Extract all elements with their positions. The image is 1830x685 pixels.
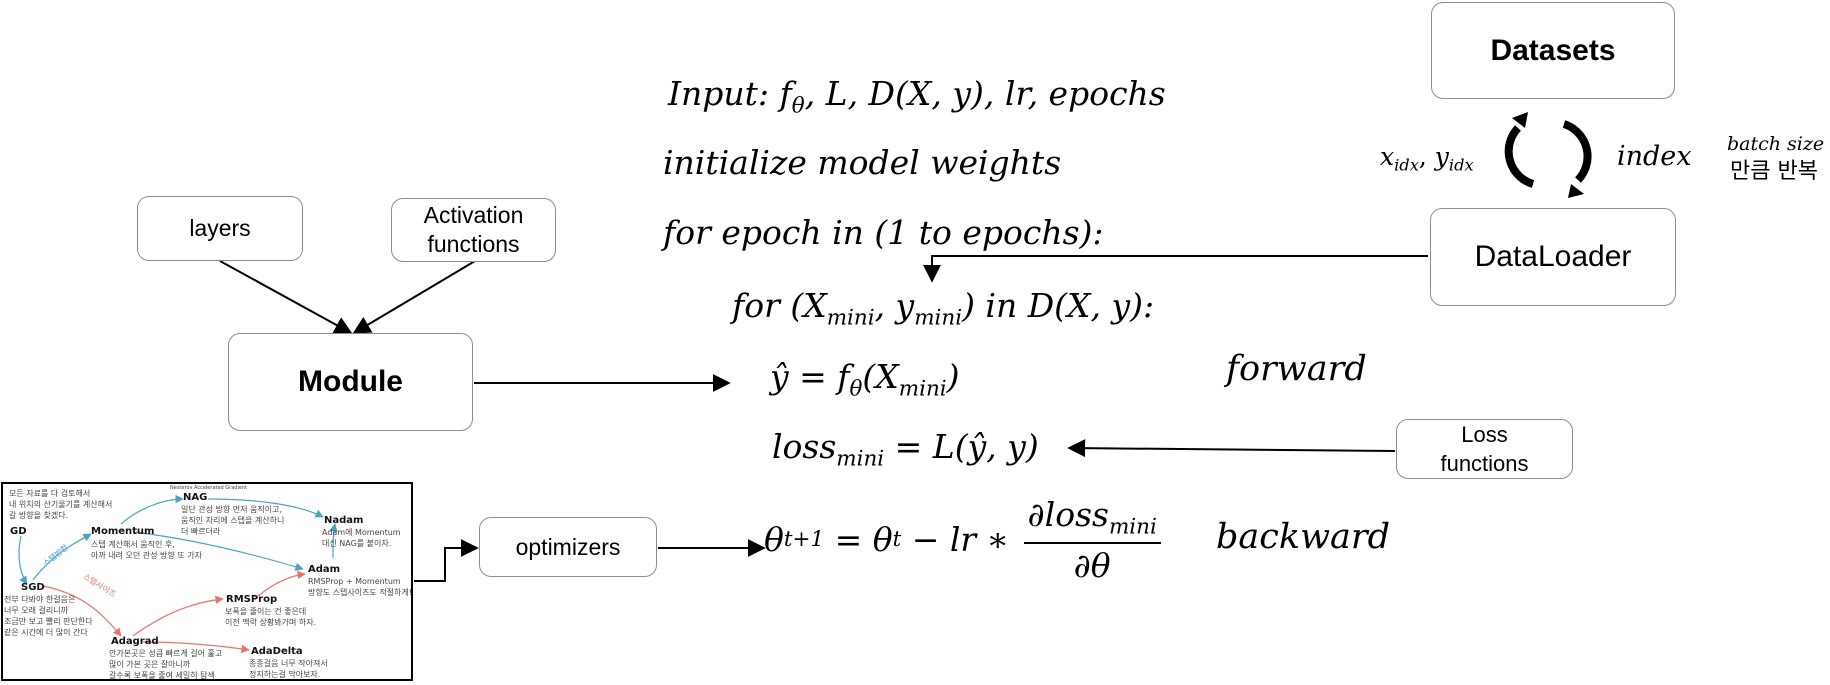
datasets-box[interactable]: Datasets — [1431, 2, 1675, 99]
cycle-left-label: xidx, yidx — [1380, 142, 1474, 175]
arrow-lossfn-to-loss — [1067, 439, 1396, 458]
nag-label: NAG — [183, 492, 208, 503]
algo-outer-loop-line: for epoch in (1 to epochs): — [663, 213, 1104, 252]
arrow-activation-to-module — [352, 260, 476, 334]
momentum-desc: 스텝 계산해서 움직인 후,아까 내려 오던 관성 방향 또 가자 — [91, 540, 202, 560]
module-label: Module — [298, 365, 403, 398]
adam-label: Adam — [308, 564, 341, 575]
algo-init-line: initialize model weights — [663, 143, 1062, 182]
refresh-cycle-icon — [1504, 112, 1592, 198]
nag-caption: Nesterov Accelerated Gradient — [170, 485, 248, 491]
forward-label: forward — [1226, 349, 1367, 389]
algo-input-line: Input: fθ, L, D(X, y), lr, epochs — [668, 74, 1166, 119]
momentum-label: Momentum — [91, 526, 155, 537]
nadam-label: Nadam — [324, 515, 364, 526]
batch-size-label: batch size — [1727, 133, 1825, 155]
algo-inner-loop-line: for (Xmini, ymini) in D(X, y): — [732, 286, 1155, 331]
dataloader-label: DataLoader — [1474, 240, 1632, 273]
algo-forward-eq: ŷ = fθ(Xmini) — [770, 357, 960, 402]
datasets-label: Datasets — [1490, 33, 1616, 67]
cycle-index-label: index — [1617, 141, 1692, 172]
arrow-layers-to-module — [219, 260, 353, 334]
gd-label: GD — [10, 526, 27, 537]
algo-loss-eq: lossmini = L(ŷ, y) — [772, 427, 1039, 472]
optimizers-box[interactable]: optimizers — [479, 517, 657, 577]
module-box[interactable]: Module — [228, 333, 473, 431]
arrow-thumbnail-to-optimizers — [414, 539, 479, 582]
loss-functions-box[interactable]: Loss functions — [1396, 419, 1573, 479]
rmsprop-label: RMSProp — [226, 594, 278, 605]
activation-box[interactable]: Activation functions — [391, 198, 556, 262]
adadelta-label: AdaDelta — [251, 646, 303, 657]
layers-label: layers — [189, 215, 251, 241]
repeat-label: 만큼 반복 — [1730, 159, 1818, 184]
backward-label: backward — [1216, 517, 1391, 557]
gradient-fraction: ∂lossmini ∂θ — [1023, 495, 1161, 585]
dataloader-box[interactable]: DataLoader — [1430, 208, 1676, 306]
arrow-dataloader-to-loop — [923, 255, 1428, 283]
optimizers-label: optimizers — [515, 533, 621, 560]
thumbnail-arrows — [18, 494, 338, 654]
loss-functions-label: Loss functions — [1440, 422, 1529, 476]
adagrad-label: Adagrad — [111, 636, 159, 647]
layers-box[interactable]: layers — [137, 196, 303, 261]
activation-label: Activation functions — [423, 202, 524, 257]
sgd-label: SGD — [21, 582, 45, 593]
